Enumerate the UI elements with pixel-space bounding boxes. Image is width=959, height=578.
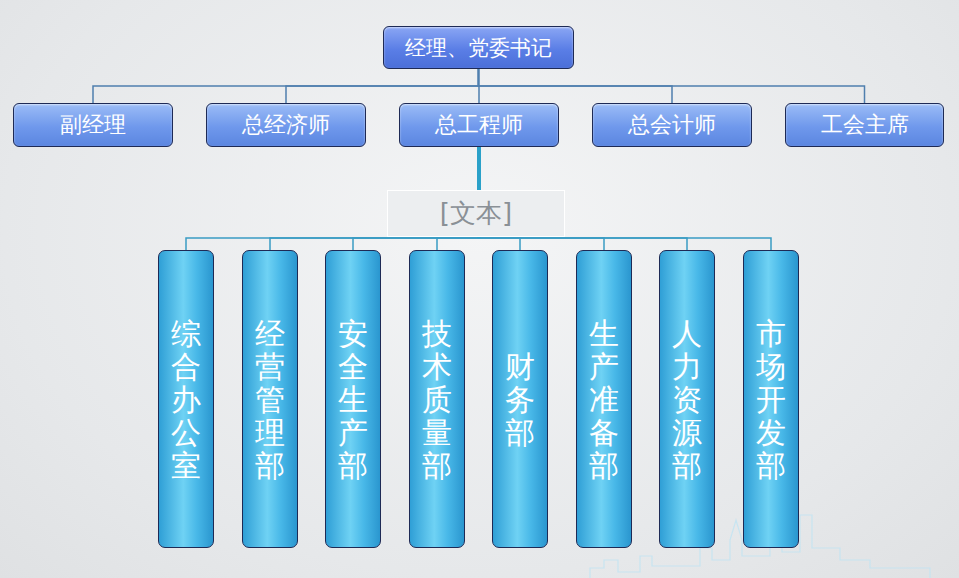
deputy-box: 总工程师 [399, 103, 559, 147]
placeholder-textbox: [文本] [387, 190, 565, 237]
department-box: 财务部 [492, 250, 548, 548]
org-connector [479, 69, 865, 103]
org-connector [93, 69, 479, 103]
department-box: 综合办公室 [158, 250, 214, 548]
department-box: 安全生产部 [325, 250, 381, 548]
department-box: 市场开发部 [743, 250, 799, 548]
leader-box: 经理、党委书记 [383, 26, 574, 69]
node-label: 经营管理部 [255, 317, 285, 482]
department-box: 生产准备部 [576, 250, 632, 548]
deputy-box: 总会计师 [592, 103, 752, 147]
node-label: 财务部 [505, 350, 535, 449]
node-label: 总经济师 [242, 110, 330, 140]
department-box: 经营管理部 [242, 250, 298, 548]
node-label: 总会计师 [628, 110, 716, 140]
node-label: 安全生产部 [338, 317, 368, 482]
node-label: 生产准备部 [589, 317, 619, 482]
deputy-box: 总经济师 [206, 103, 366, 147]
node-label: 总工程师 [435, 110, 523, 140]
department-box: 人力资源部 [659, 250, 715, 548]
node-label: 市场开发部 [756, 317, 786, 482]
node-label: [文本] [440, 196, 512, 231]
node-label: 人力资源部 [672, 317, 702, 482]
node-label: 技术质量部 [422, 317, 452, 482]
deputy-box: 副经理 [13, 103, 173, 147]
node-label: 副经理 [60, 110, 126, 140]
department-box: 技术质量部 [409, 250, 465, 548]
node-label: 综合办公室 [171, 317, 201, 482]
node-label: 工会主席 [821, 110, 909, 140]
node-label: 经理、党委书记 [405, 34, 552, 62]
deputy-box: 工会主席 [785, 103, 944, 147]
org-connector [286, 69, 479, 103]
